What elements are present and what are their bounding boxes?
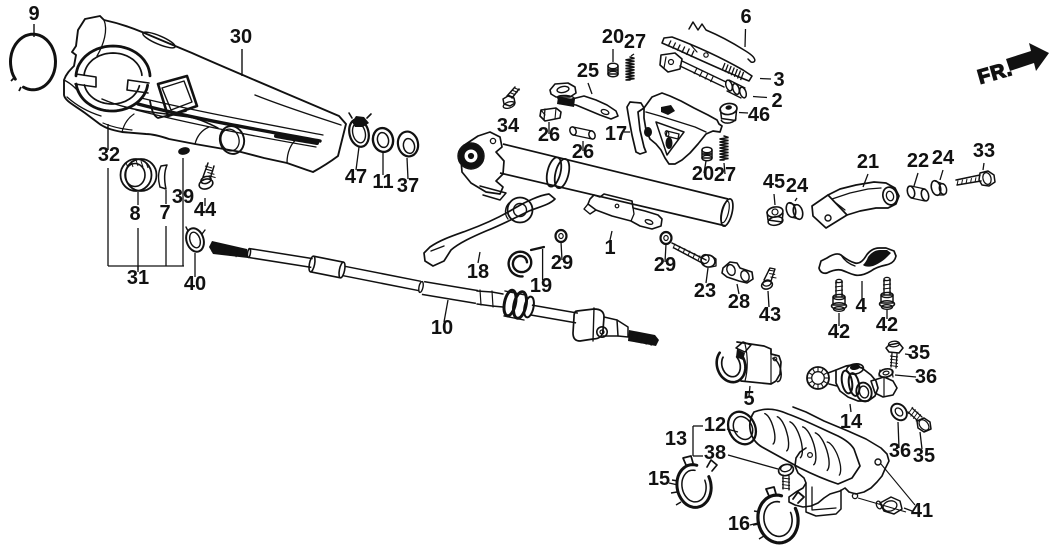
- svg-text:43: 43: [759, 304, 781, 326]
- svg-text:7: 7: [159, 202, 170, 224]
- svg-text:42: 42: [876, 314, 898, 336]
- svg-text:35: 35: [913, 445, 935, 467]
- svg-text:27: 27: [714, 164, 736, 186]
- svg-text:37: 37: [397, 175, 419, 197]
- svg-text:25: 25: [577, 60, 599, 82]
- svg-text:42: 42: [828, 321, 850, 343]
- svg-text:4: 4: [855, 295, 867, 317]
- svg-text:14: 14: [840, 411, 863, 433]
- svg-text:1: 1: [604, 237, 615, 259]
- svg-text:16: 16: [728, 513, 750, 535]
- svg-text:38: 38: [704, 442, 726, 464]
- svg-text:35: 35: [908, 342, 930, 364]
- svg-text:20: 20: [602, 26, 624, 48]
- svg-text:24: 24: [932, 147, 955, 169]
- svg-text:11: 11: [372, 171, 393, 193]
- svg-text:23: 23: [694, 280, 716, 302]
- svg-text:24: 24: [786, 175, 809, 197]
- svg-text:28: 28: [728, 291, 750, 313]
- svg-text:31: 31: [127, 267, 149, 289]
- svg-text:41: 41: [911, 500, 933, 522]
- svg-text:30: 30: [230, 26, 252, 48]
- svg-text:36: 36: [915, 366, 937, 388]
- svg-text:27: 27: [624, 31, 646, 53]
- svg-text:36: 36: [889, 440, 911, 462]
- svg-text:26: 26: [538, 124, 560, 146]
- svg-text:34: 34: [497, 115, 520, 137]
- svg-text:26: 26: [572, 141, 594, 163]
- svg-text:29: 29: [654, 254, 676, 276]
- svg-text:13: 13: [665, 428, 687, 450]
- svg-text:44: 44: [194, 199, 217, 221]
- svg-text:45: 45: [763, 171, 785, 193]
- svg-text:32: 32: [98, 144, 120, 166]
- svg-text:5: 5: [743, 388, 754, 410]
- svg-text:46: 46: [748, 104, 770, 126]
- svg-text:40: 40: [184, 273, 206, 295]
- svg-text:6: 6: [740, 6, 751, 28]
- svg-text:2: 2: [771, 90, 782, 112]
- svg-text:19: 19: [530, 275, 552, 297]
- svg-text:12: 12: [704, 414, 726, 436]
- svg-text:18: 18: [467, 261, 489, 283]
- svg-text:9: 9: [28, 3, 39, 25]
- svg-text:22: 22: [907, 150, 929, 172]
- svg-text:3: 3: [773, 69, 784, 91]
- svg-text:47: 47: [345, 166, 367, 188]
- svg-text:17: 17: [605, 123, 627, 145]
- svg-text:20: 20: [692, 163, 714, 185]
- svg-text:15: 15: [648, 468, 670, 490]
- svg-text:21: 21: [857, 151, 879, 173]
- svg-text:33: 33: [973, 140, 995, 162]
- svg-text:10: 10: [431, 317, 453, 339]
- svg-text:8: 8: [129, 203, 140, 225]
- svg-text:29: 29: [551, 252, 573, 274]
